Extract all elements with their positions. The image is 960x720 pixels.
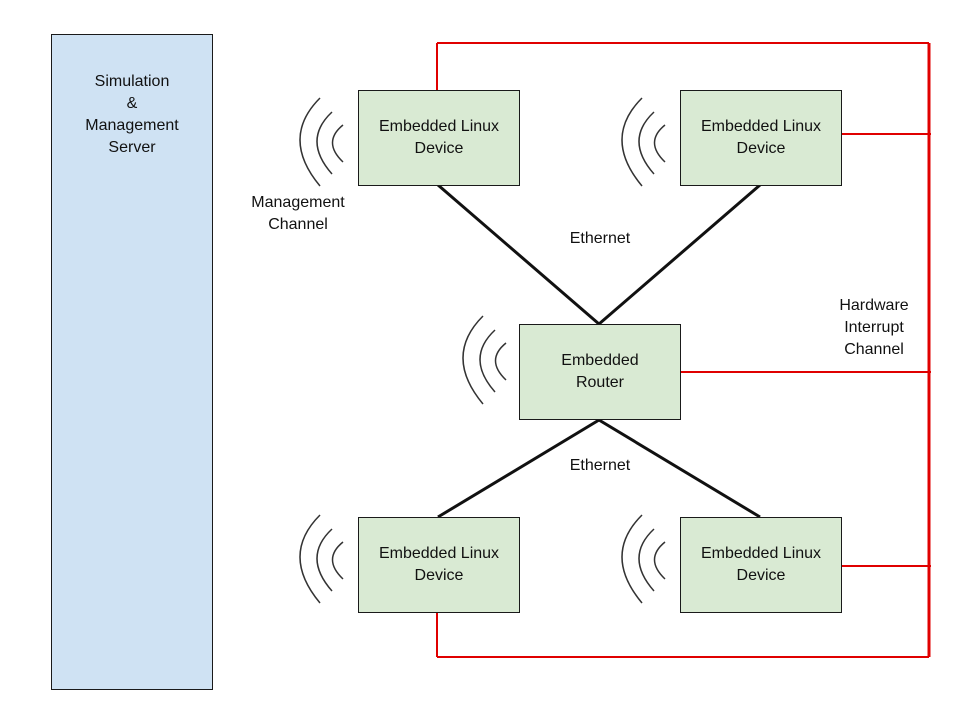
wireless-signal-icon	[621, 514, 666, 604]
embedded-linux-device-top-right[interactable]: Embedded Linux Device	[680, 90, 842, 186]
device-label-line1: Embedded Linux	[378, 545, 500, 562]
device-label-line2: Device	[736, 140, 786, 157]
embedded-router[interactable]: Embedded Router	[519, 324, 681, 420]
management-channel-label: Management Channel	[251, 194, 345, 233]
server-label-line4: Server	[108, 139, 156, 156]
device-label-line2: Device	[414, 567, 464, 584]
wireless-signal-icon	[299, 514, 344, 604]
wireless-signal-icon	[462, 315, 507, 405]
embedded-linux-device-top-left[interactable]: Embedded Linux Device	[358, 90, 520, 186]
ethernet-lines	[437, 183, 761, 519]
hardware-interrupt-channel-label: Hardware Interrupt Channel	[839, 297, 909, 358]
device-label-line1: Embedded Linux	[378, 118, 500, 135]
server-label-line1: Simulation	[94, 73, 170, 90]
device-label-line1: Embedded Linux	[700, 118, 822, 135]
router-label-line2: Router	[575, 374, 624, 391]
wireless-signal-icon	[299, 97, 344, 187]
hardware-interrupt-lines	[436, 42, 931, 658]
device-label-line1: Embedded Linux	[700, 545, 822, 562]
router-label-line1: Embedded	[561, 352, 639, 369]
device-label-line2: Device	[414, 140, 464, 157]
device-label-line2: Device	[736, 567, 786, 584]
simulation-management-server[interactable]: Simulation & Management Server	[51, 34, 213, 690]
ethernet-label-bottom: Ethernet	[569, 457, 631, 474]
embedded-linux-device-bottom-right[interactable]: Embedded Linux Device	[680, 517, 842, 613]
wireless-signal-icon	[621, 97, 666, 187]
server-label-line3: Management	[85, 117, 179, 134]
server-label-line2: &	[126, 95, 138, 112]
embedded-linux-device-bottom-left[interactable]: Embedded Linux Device	[358, 517, 520, 613]
ethernet-label-top: Ethernet	[569, 230, 631, 247]
